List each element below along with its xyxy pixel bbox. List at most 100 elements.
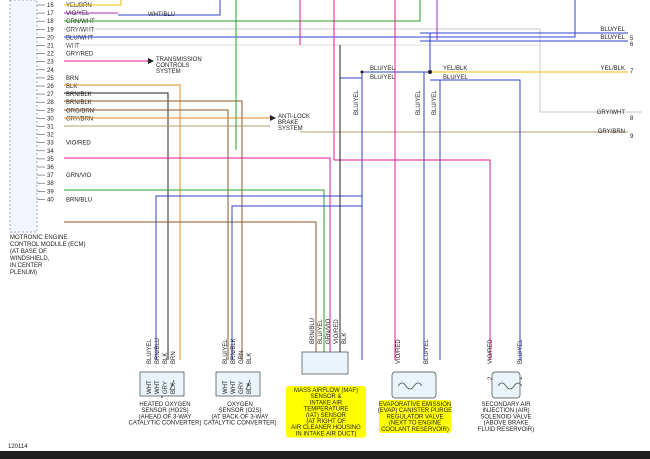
ecm-pin-26: 26 — [47, 84, 54, 90]
component-wire-label: BRN — [171, 351, 177, 364]
splice-label-maf: BLU/YEL — [354, 90, 360, 115]
component-name-line: CATALYTIC CONVERTER) — [129, 421, 202, 427]
highlight-marker — [286, 386, 366, 438]
ecm-wire-label-20: BLU/WHT — [66, 35, 93, 41]
component-wire-label: BLU/YEL — [424, 339, 430, 364]
ecm-pin-28: 28 — [47, 100, 54, 106]
ecm-wire-label-18: GRN/WHT — [66, 19, 95, 25]
ecm-pin-36: 36 — [47, 165, 54, 171]
abs-label-2: BRAKE — [278, 120, 298, 126]
component-name-line: (EVAP) CANISTER PURGE — [378, 408, 453, 414]
ecm-label-1: MOTRONIC ENGINE — [10, 235, 67, 241]
component-wire-label: BLK — [342, 333, 348, 344]
component-wire-label: BLU/YEL — [147, 339, 153, 364]
valve-body — [391, 371, 437, 399]
ecm-label-4: WINDSHIELD, — [10, 256, 50, 262]
sensor-inner-wire: WHT — [223, 380, 229, 394]
ecm-pin-20: 20 — [47, 35, 54, 41]
ecm-wire-label-25: BRN — [66, 76, 79, 82]
component-name-line: FLUID RESERVOIR) — [478, 427, 534, 433]
splice-main — [428, 70, 432, 74]
wire-26 — [64, 92, 169, 360]
component-name-line: SECONDARY AIR — [481, 402, 531, 408]
component-wire-label: BLK — [163, 353, 169, 364]
component-name-line: MASS AIRFLOW (MAF) — [294, 388, 358, 394]
valve-coil-icon — [497, 382, 523, 390]
ecm-pin-21: 21 — [47, 44, 54, 50]
component-group: BLU/YEL1BRN/BLU2BLK3BRN4WHTWHTGRYBLKHEAT… — [129, 318, 534, 438]
component-wire-label: GRN/VIO — [326, 318, 332, 344]
diagram-id: 120114 — [8, 444, 28, 450]
component-name-line: TEMPERATURE — [304, 407, 349, 413]
o2-sensor-body — [215, 371, 261, 397]
component-name-line: SENSOR (O2S) — [218, 408, 261, 414]
splice-label-mid1: BLU/YEL — [416, 90, 422, 115]
ecm-pin-23: 23 — [47, 60, 54, 66]
wire-20 — [64, 0, 576, 38]
ecm-label-2: CONTROL MODULE (ECM) — [10, 242, 85, 248]
component-wire-label: BLU/YEL — [318, 319, 324, 344]
component-name-line: EVAPORATIVE EMISSION — [379, 402, 451, 408]
sensor-inner-wire: BLK — [247, 383, 253, 394]
sensor-element-icon — [245, 379, 251, 391]
wire-air-vio — [334, 159, 491, 360]
right-pin-7: 7 — [630, 69, 634, 75]
component-wire-label: GRN — [239, 351, 245, 364]
splice-label-right2: BLU/YEL — [443, 75, 468, 81]
wire-28 — [64, 109, 229, 360]
wire-bus-left2 — [340, 72, 363, 79]
splice-label-left1: BLU/YEL — [370, 66, 395, 72]
component-name-line: INJECTION (AIR) — [482, 408, 529, 414]
sensor-inner-wire: WHT — [231, 380, 237, 394]
component-wire-label: BRN/BLU — [155, 338, 161, 364]
component-pin-number: 1 — [518, 376, 524, 380]
wire-33 — [64, 157, 331, 360]
ecm-wire-label-28: BRN/BLK — [66, 100, 92, 106]
top-wire-label: WHT/BLU — [148, 12, 175, 18]
ecm-wire-label-30: GRY/BRN — [66, 116, 93, 122]
ecm-wire-label-29: ORG/BRN — [66, 108, 94, 114]
ecm-pin-39: 39 — [47, 189, 54, 195]
ecm-wire-label-27: BRN/BLK — [66, 92, 92, 98]
component-name-line: INTAKE AIR — [310, 400, 343, 406]
arrow-abs — [270, 115, 276, 121]
component-wire-label: VIO/RED — [396, 339, 402, 364]
sensor-inner-wire: WHT — [147, 380, 153, 394]
component-wire-label: BRN/BLU — [310, 318, 316, 344]
right-wire-9: GRY/BRN — [598, 129, 625, 135]
right-pin-6: 6 — [630, 42, 634, 48]
ecm-pin-24: 24 — [47, 68, 54, 74]
ecm-wire-label-37: GRN/VIO — [66, 173, 92, 179]
component-name-line: (IAT) SENSOR — [306, 413, 347, 419]
component-wire-label: BLU/YEL — [518, 339, 524, 364]
ecm-pin-29: 29 — [47, 108, 54, 114]
ecm-pin-31: 31 — [47, 125, 54, 131]
splice-left — [360, 70, 364, 74]
ecm-module — [9, 0, 38, 233]
ecm-pin-16: 16 — [47, 3, 54, 9]
ecm-pin-38: 38 — [47, 181, 54, 187]
right-pin-9: 9 — [630, 134, 634, 140]
sensor-inner-wire: BLK — [171, 383, 177, 394]
o2-sensor-body — [139, 371, 185, 397]
wire-17-b — [118, 0, 221, 16]
wire-19 — [64, 28, 642, 113]
maf-sensor-body — [301, 351, 349, 375]
ecm-wire-label-33: VIO/RED — [66, 141, 91, 147]
abs-label-3: SYSTEM — [278, 126, 303, 132]
component-name-line: (AT RIGHT OF — [306, 419, 346, 425]
component-wire-label: VIO/RED — [488, 339, 494, 364]
ecm-wire-label-17: VIO/YEL — [66, 11, 90, 17]
component-name-line: (AT BACK OF 3-WAY — [211, 414, 268, 420]
wire-27 — [64, 100, 243, 360]
right-wire-6: BLU/YEL — [600, 35, 625, 41]
component-name-line: OXYGEN — [227, 402, 253, 408]
component-name-line: AIR CLEANER HOUSING — [291, 425, 361, 431]
abs-label-1: ANTI-LOCK — [278, 114, 310, 120]
splice-label-mid2: BLU/YEL — [432, 90, 438, 115]
wire-16 — [64, 0, 122, 6]
ecm-wire-label-16: YEL/BRN — [66, 3, 92, 9]
sensor-inner-wire: GRY — [239, 381, 245, 394]
wire-bus-air — [440, 79, 521, 360]
